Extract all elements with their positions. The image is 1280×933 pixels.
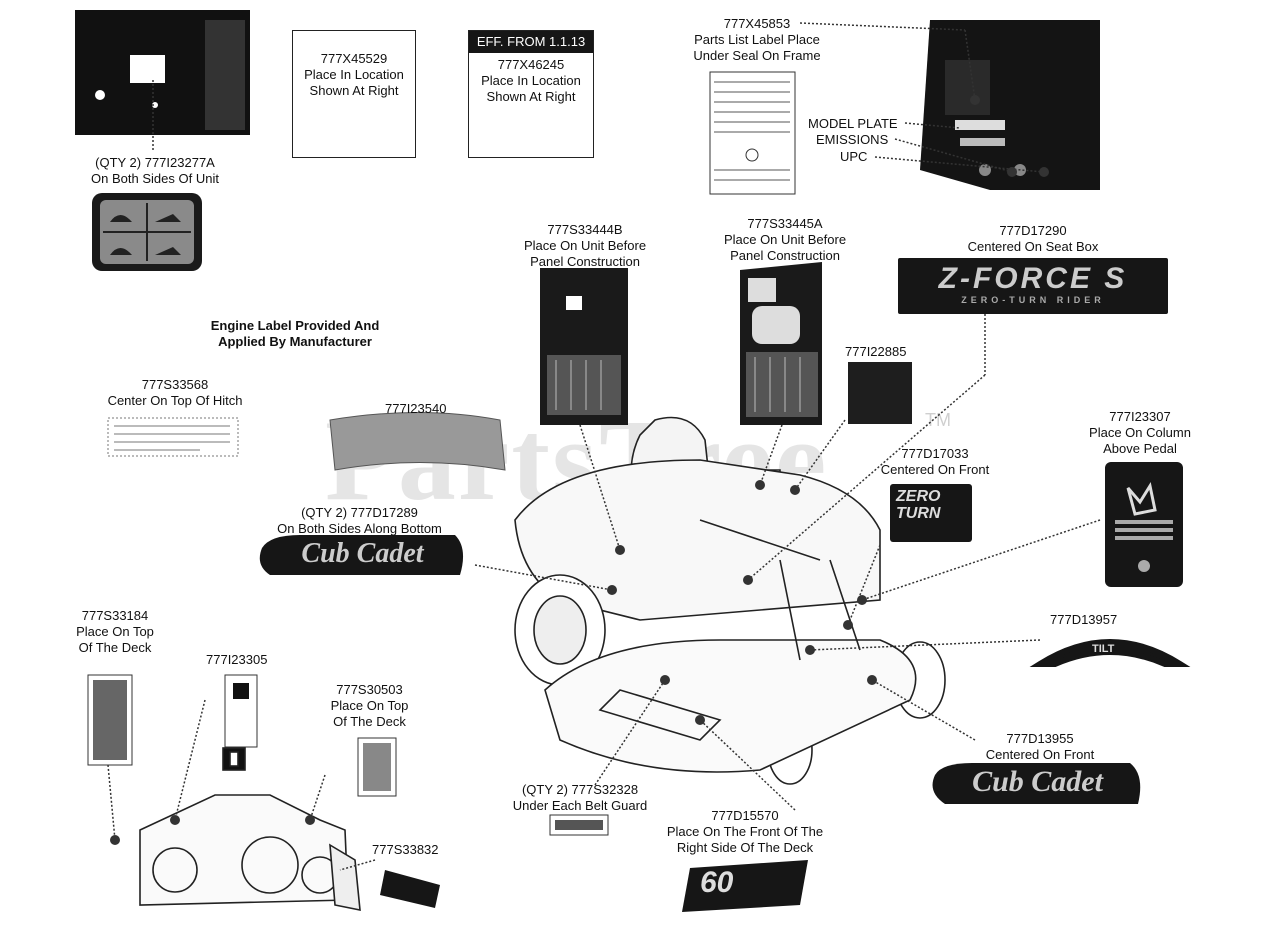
deck-60-logo: 60	[700, 866, 734, 899]
mower-drawing	[514, 416, 946, 785]
caption-777s33832: 777S33832	[372, 842, 439, 857]
deck-60-decal-art	[682, 860, 808, 912]
zforce-logo-sub: ZERO-TURN RIDER	[961, 295, 1105, 305]
emissions-label: EMISSIONS	[816, 132, 889, 147]
caption-777d17033: 777D17033 Centered On Front	[880, 446, 990, 477]
caption-777x45853: 777X45853 Parts List Label Place Under S…	[693, 16, 821, 63]
leader-lines	[107, 22, 1101, 871]
caption-777d17289: (QTY 2) 777D17289 On Both Sides Along Bo…	[277, 505, 442, 536]
caption-777s33568: 777S33568 Center On Top Of Hitch	[107, 377, 243, 408]
caption-777i22885: 777I22885	[845, 344, 907, 359]
zeroturn-plate	[890, 484, 972, 542]
caption-777i23307: 777I23307 Place On Column Above Pedal	[1089, 409, 1191, 456]
card-777x46245: EFF. FROM 1.1.13 777X46245 Place In Loca…	[468, 30, 594, 158]
leader-dots	[110, 95, 1049, 845]
caption-777d15570: 777D15570 Place On The Front Of The Righ…	[666, 808, 824, 855]
eff-banner: EFF. FROM 1.1.13	[469, 31, 593, 53]
zforce-logo-plate	[898, 258, 1168, 314]
decal-777s33444b-art	[540, 268, 628, 425]
tilt-decal-art	[1029, 639, 1191, 667]
caption-777s33445a: 777S33445A Place On Unit Before Panel Co…	[723, 216, 847, 263]
decal-777s33445a-art	[740, 262, 822, 425]
decal-777i22885-art	[848, 362, 912, 424]
deck-decals-art	[87, 674, 609, 908]
model-plate-label: MODEL PLATE	[808, 116, 898, 131]
cubcadet-side-plate	[259, 535, 464, 575]
caption-777i23277a: (QTY 2) 777I23277A On Both Sides Of Unit	[91, 155, 219, 186]
caption-777s33184: 777S33184 Place On Top Of The Deck	[76, 608, 154, 655]
cubcadet-front-logo: Cub Cadet	[972, 765, 1103, 798]
zeroturn-logo: ZERO TURN	[896, 488, 941, 522]
card-777x45529: 777X45529 Place In Location Shown At Rig…	[292, 30, 416, 158]
caption-777d13955: 777D13955 Centered On Front	[985, 731, 1095, 762]
caption-777d17290: 777D17290 Centered On Seat Box	[967, 223, 1099, 254]
frame-photo	[920, 20, 1100, 190]
caption-777d13957: 777D13957	[1050, 612, 1118, 627]
caption-777i23305: 777I23305	[206, 652, 268, 667]
watermark-tm: TM	[925, 410, 951, 430]
decal-777s33568-art	[107, 417, 239, 457]
tilt-logo: TILT	[1092, 643, 1115, 655]
decal-777i23540-art	[329, 412, 506, 471]
caption-777s32328: (QTY 2) 777S32328 Under Each Belt Guard	[512, 782, 648, 813]
deck-drawing	[139, 747, 361, 911]
caption-777s33444b: 777S33444B Place On Unit Before Panel Co…	[523, 222, 647, 269]
upc-label: UPC	[840, 149, 868, 164]
zforce-logo-text: Z-FORCE S	[938, 262, 1128, 295]
cubcadet-front-plate	[932, 763, 1141, 804]
engine-label-note: Engine Label Provided And Applied By Man…	[210, 318, 380, 349]
unit-side-photo	[75, 10, 250, 135]
parts-list-label-art	[709, 71, 796, 195]
caption-777s30503: 777S30503 Place On Top Of The Deck	[330, 682, 409, 729]
decal-777i23277a	[92, 193, 202, 271]
caption-777i23540: 777I23540	[385, 401, 447, 416]
cubcadet-side-logo: Cub Cadet	[301, 538, 424, 569]
decal-777i23307-art	[1105, 462, 1183, 587]
